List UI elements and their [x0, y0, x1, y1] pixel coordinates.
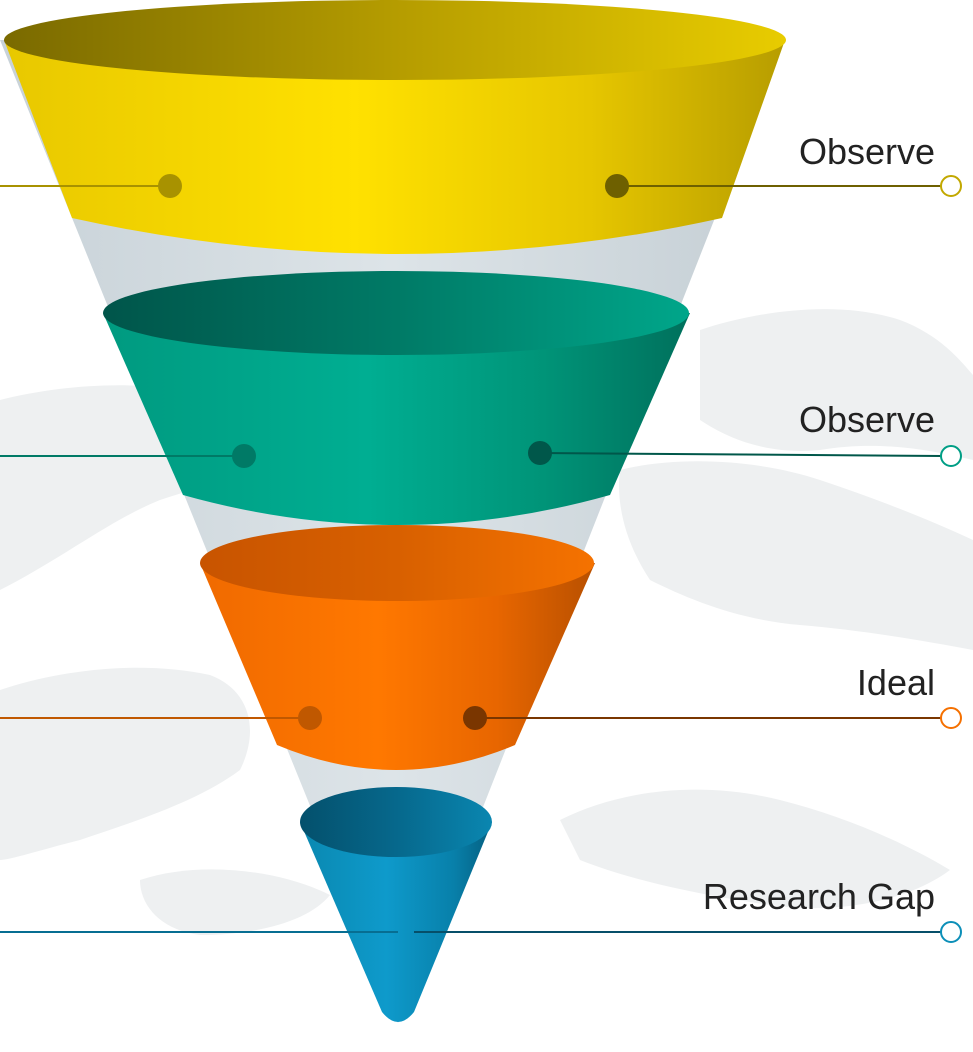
- tier-4-segment: [300, 787, 492, 1022]
- tier-4-connectors: [0, 921, 962, 943]
- tier-3-connectors: [0, 706, 962, 730]
- tier-1-segment: [4, 0, 786, 254]
- tier-4-label: Research Gap: [702, 876, 935, 917]
- tier-2-segment: [103, 271, 690, 525]
- tier-2-label: Observe: [798, 399, 935, 440]
- tier-2-connectors: [0, 441, 962, 468]
- tier-1-label: Observe: [798, 131, 935, 172]
- tier-1-connectors: [0, 174, 962, 198]
- tier-3-label: Ideal: [856, 662, 935, 703]
- tier-3-segment: [200, 525, 595, 770]
